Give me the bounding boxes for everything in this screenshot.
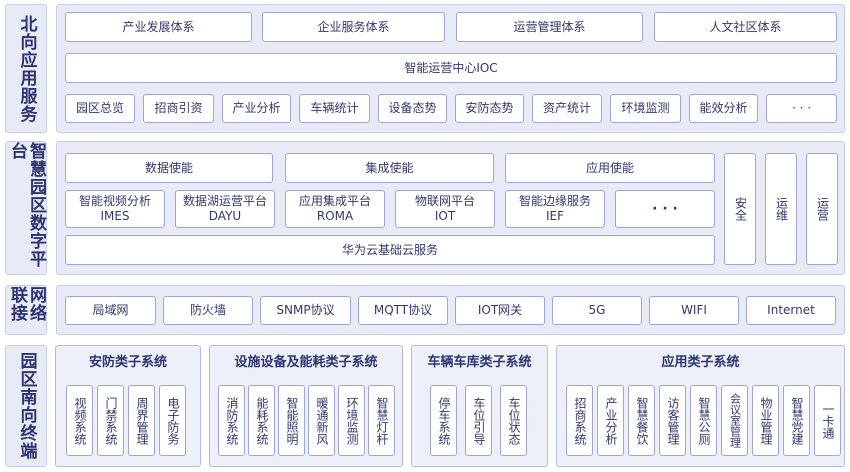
platform-code: DAYU (208, 209, 242, 223)
system-box: 人文社区体系 (654, 12, 837, 42)
side-box-security: 安全 (724, 153, 756, 265)
network-box: Internet (746, 296, 836, 325)
subsystem-item: 智慧餐饮 (628, 385, 655, 456)
app-box: 资产统计 (532, 94, 602, 123)
platform-code: IEF (545, 209, 565, 223)
network-box: 局域网 (65, 296, 156, 325)
subsystem-item: 视频系统 (66, 385, 93, 456)
subsystem-item: 智慧灯杆 (368, 385, 395, 456)
subsystem-item: 周界管理 (128, 385, 155, 456)
base-cloud-box: 华为云基础云服务 (65, 235, 715, 265)
platform-box-more: · · · (615, 190, 715, 228)
system-box: 运营管理体系 (456, 12, 643, 42)
ioc-box: 智能运营中心IOC (65, 53, 837, 83)
network-box: IOT网关 (455, 296, 545, 325)
platform-box: 应用集成平台 ROMA (285, 190, 385, 228)
enabler-box: 数据使能 (65, 153, 273, 183)
subsystem-item: 环境监测 (338, 385, 365, 456)
network-box: WIFI (649, 296, 739, 325)
system-box: 产业发展体系 (65, 12, 252, 42)
app-box: 环境监测 (610, 94, 681, 123)
network-box: 5G (552, 296, 642, 325)
app-box: 能效分析 (689, 94, 758, 123)
side-box-ops: 运维 (765, 153, 797, 265)
subsystem-title: 车辆车库类子系统 (427, 355, 532, 370)
layer-label-south: 园区南向终端 (5, 345, 47, 467)
subsystem-item: 招商系统 (566, 385, 593, 456)
subsystem-item: 智慧公厕 (690, 385, 717, 456)
app-box: 产业分析 (222, 94, 291, 123)
subsystem-title: 设施设备及能耗类子系统 (234, 355, 378, 370)
platform-box: 智能视频分析 IMES (65, 190, 165, 228)
enabler-box: 应用使能 (505, 153, 715, 183)
platform-code: IMES (100, 209, 130, 223)
layer-label-north: 北向应用服务 (5, 4, 47, 133)
system-box: 企业服务体系 (262, 12, 445, 42)
layer-label-network: 网络联接 (5, 285, 47, 335)
subsystem-item: 产业分析 (597, 385, 624, 456)
platform-name: 智能视频分析 (78, 194, 151, 208)
subsystem-item: 智慧党建 (783, 385, 810, 456)
subsystem-item: 电子防务 (159, 385, 186, 456)
app-box: 设备态势 (378, 94, 447, 123)
network-box: 防火墙 (163, 296, 253, 325)
platform-box: 数据湖运营平台 DAYU (175, 190, 275, 228)
enabler-box: 集成使能 (285, 153, 494, 183)
subsystem-title: 安防类子系统 (88, 355, 167, 370)
subsystem-item: 车位状态 (500, 385, 527, 456)
network-box: SNMP协议 (260, 296, 351, 325)
platform-code: IOT (434, 209, 456, 223)
subsystem-item: 暖通新风 (308, 385, 335, 456)
network-box: MQTT协议 (358, 296, 448, 325)
layer-label-platform: 智慧园区数字平台 (5, 141, 47, 275)
subsystem-item: 车位引导 (465, 385, 492, 456)
platform-name: 物联网平台 (414, 194, 475, 208)
platform-name: 数据湖运营平台 (182, 194, 267, 208)
side-box-operation: 运营 (806, 153, 838, 265)
app-box: 园区总览 (65, 94, 135, 123)
app-box-more: · · · (766, 94, 837, 123)
subsystem-item: 停车系统 (430, 385, 457, 456)
subsystem-item: 门禁系统 (97, 385, 124, 456)
subsystem-item: 一卡通 (814, 385, 841, 456)
platform-box: 智能边缘服务 IEF (505, 190, 605, 228)
platform-code: ROMA (316, 209, 354, 223)
subsystem-item: 会议室管理 (721, 385, 748, 456)
subsystem-title: 应用类子系统 (661, 355, 740, 370)
subsystem-item: 访客管理 (659, 385, 686, 456)
app-box: 安防态势 (455, 94, 524, 123)
platform-box: 物联网平台 IOT (395, 190, 495, 228)
platform-name: 应用集成平台 (298, 194, 371, 208)
app-box: 招商引资 (143, 94, 214, 123)
subsystem-item: 消防系统 (218, 385, 245, 456)
platform-name: 智能边缘服务 (518, 194, 591, 208)
subsystem-item: 能耗系统 (248, 385, 275, 456)
subsystem-item: 智能照明 (278, 385, 305, 456)
subsystem-item: 物业管理 (752, 385, 779, 456)
app-box: 车辆统计 (299, 94, 370, 123)
